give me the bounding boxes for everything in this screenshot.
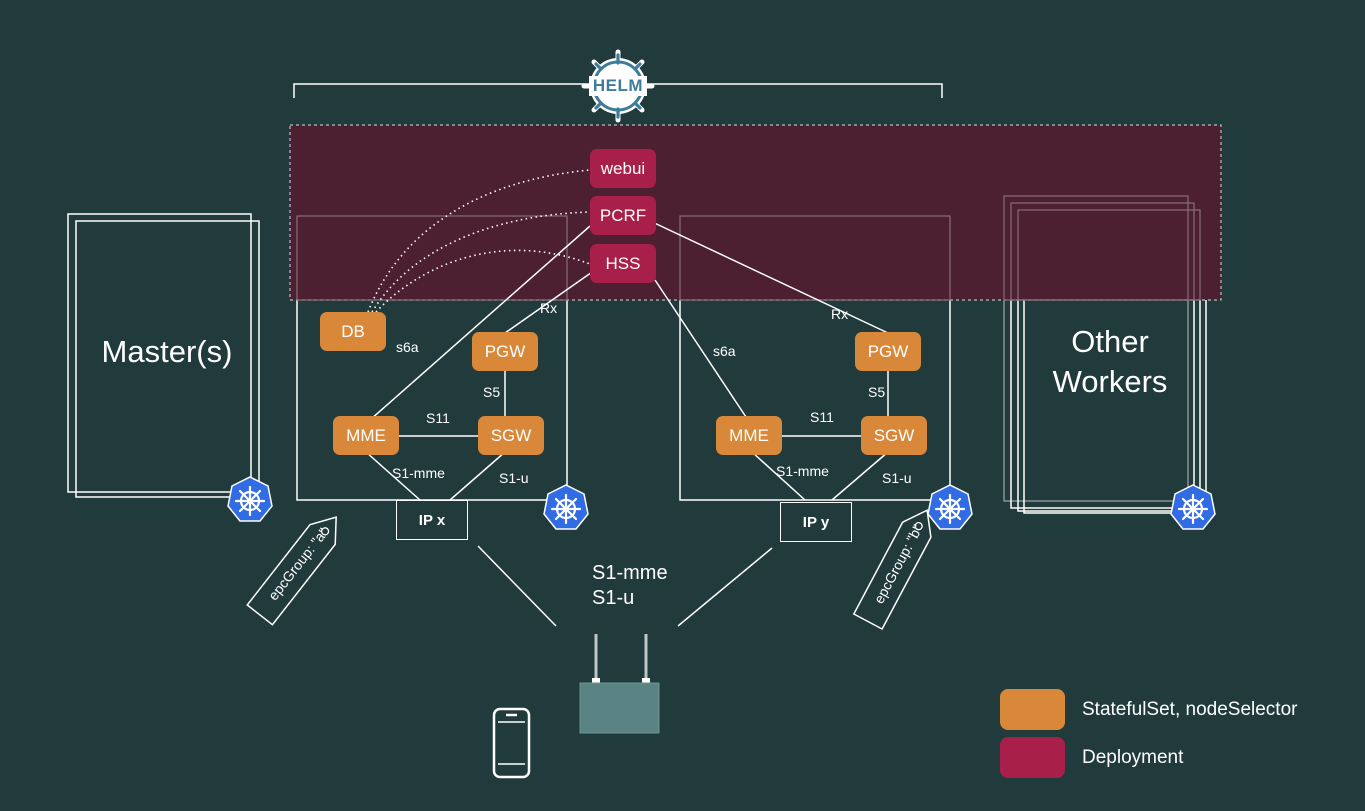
link-mme-ipy: [751, 451, 806, 501]
helm-logo: HELM: [581, 49, 655, 123]
link-pcrf-mme-a: [369, 225, 591, 421]
workers-label-line1: Other: [1071, 324, 1149, 359]
master-frame-front: [75, 220, 260, 498]
deployment-band: [289, 124, 1222, 301]
s5-label-a: S5: [483, 384, 501, 400]
kubernetes-group-b-icon: [927, 484, 973, 530]
kubernetes-master-icon: [227, 476, 273, 522]
ip-y-box: IP y: [780, 502, 852, 542]
tag-b: [852, 509, 932, 631]
link-sgw-ipx: [449, 451, 506, 501]
s1mme-label-b: S1-mme: [776, 463, 829, 479]
s5-label-b: S5: [868, 384, 886, 400]
kubernetes-group-a-icon: [543, 484, 589, 530]
phone-device: [492, 707, 531, 779]
legend-swatch-deployment: [1000, 737, 1065, 778]
ran-label-line2: S1-u: [592, 587, 635, 609]
s11-label-a: S11: [426, 410, 450, 426]
pgw-node-b[interactable]: PGW: [855, 332, 921, 371]
hss-node[interactable]: HSS: [590, 244, 656, 283]
s1mme-label-a: S1-mme: [392, 465, 445, 481]
s11-label-b: S11: [810, 409, 834, 425]
link-sgw-ipy: [831, 451, 889, 501]
legend-swatch-statefulset: [1000, 689, 1065, 730]
master-frame-back: [67, 213, 252, 493]
kubernetes-workers-icon: [1170, 484, 1216, 530]
sgw-node-b[interactable]: SGW: [861, 416, 927, 455]
legend-label-statefulset: StatefulSet, nodeSelector: [1082, 699, 1298, 720]
master-label: Master(s): [101, 334, 233, 369]
dotted-db-hss: [375, 249, 591, 313]
link-ipy-enb: [677, 547, 773, 627]
s1u-label-b: S1-u: [882, 470, 912, 486]
link-mme-ipx: [365, 451, 421, 501]
db-node[interactable]: DB: [320, 312, 386, 351]
rx-label-b: Rx: [831, 306, 849, 322]
s6a-label-b: s6a: [713, 343, 736, 359]
enodeb-device: [579, 634, 660, 734]
link-hss-pgw-a: [504, 269, 596, 334]
pcrf-node[interactable]: PCRF: [590, 196, 656, 235]
helm-wheel-icon: [581, 49, 655, 123]
rx-label-a: Rx: [540, 300, 558, 316]
ip-x-box: IP x: [396, 500, 468, 540]
webui-node[interactable]: webui: [590, 149, 656, 188]
s1u-label-a: S1-u: [499, 470, 529, 486]
tag-a: [246, 516, 337, 626]
mme-node-a[interactable]: MME: [333, 416, 399, 455]
pgw-node-a[interactable]: PGW: [472, 332, 538, 371]
helm-label: HELM: [592, 76, 644, 95]
legend-label-deployment: Deployment: [1082, 747, 1184, 768]
link-pcrf-pgw-b: [647, 219, 889, 334]
s6a-label-a: s6a: [396, 339, 419, 355]
ran-label-line1: S1-mme: [592, 562, 668, 584]
link-hss-mme-b: [654, 279, 749, 421]
workers-label-line2: Workers: [1052, 364, 1168, 399]
link-ipx-enb: [477, 545, 557, 627]
sgw-node-a[interactable]: SGW: [478, 416, 544, 455]
mme-node-b[interactable]: MME: [716, 416, 782, 455]
